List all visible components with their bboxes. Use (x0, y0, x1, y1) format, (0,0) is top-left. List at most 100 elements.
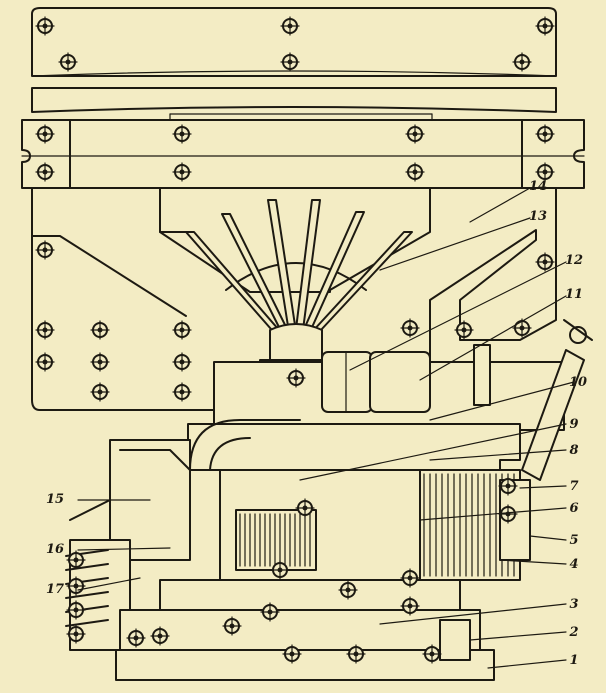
bolt-head (535, 124, 555, 144)
bolt-head (400, 568, 420, 588)
bolt-head (150, 626, 170, 646)
callout-number: 10 (569, 375, 587, 390)
callout: 10 (429, 375, 587, 421)
bolt-head (270, 560, 290, 580)
bolt-head (172, 162, 192, 182)
leader-line (419, 295, 567, 381)
callout-number: 7 (569, 479, 578, 494)
leader-line (77, 547, 171, 551)
callout: 9 (299, 417, 579, 481)
contact-finger (65, 619, 109, 627)
bolt-head (35, 240, 55, 260)
bolt-head (172, 124, 192, 144)
leader-line (519, 485, 567, 489)
bolt-head (295, 498, 315, 518)
bolt-head (405, 124, 425, 144)
bolt-head (535, 162, 555, 182)
bolt-head (454, 320, 474, 340)
callout-number: 13 (529, 209, 547, 224)
callout: 15 (46, 492, 151, 507)
callout: 6 (419, 501, 579, 521)
bolt-head (280, 16, 300, 36)
bolt-head (286, 368, 306, 388)
contact-finger (65, 563, 109, 571)
bolt-head (35, 124, 55, 144)
callout: 4 (499, 557, 579, 572)
bolt-head (35, 352, 55, 372)
callout-number: 8 (569, 443, 578, 458)
leader-line (379, 603, 567, 625)
bolt-head (58, 52, 78, 72)
callout: 17 (46, 577, 141, 597)
leader-line (299, 423, 567, 481)
bolt-head (222, 616, 242, 636)
callout: 14 (469, 179, 547, 223)
leader-line (349, 261, 567, 371)
upper-strip (31, 87, 557, 113)
bolt-head (35, 162, 55, 182)
callout-number: 1 (569, 653, 578, 668)
bolt-head (90, 382, 110, 402)
bolt-head (422, 644, 442, 664)
bolt-head (126, 628, 146, 648)
bolt-head (66, 550, 86, 570)
bolt-head (172, 382, 192, 402)
callout-number: 11 (565, 287, 583, 302)
bolt-head (498, 476, 518, 496)
insulating-drums (235, 509, 317, 571)
bolt-head (535, 16, 555, 36)
bolt-head (260, 602, 280, 622)
callout-number: 3 (569, 597, 578, 612)
bolt-head (400, 318, 420, 338)
bolt-head (35, 320, 55, 340)
conductor-fan (185, 199, 413, 361)
leader-line (429, 449, 567, 461)
leader-line (379, 217, 531, 271)
bolt-head (90, 352, 110, 372)
bolt-head (498, 504, 518, 524)
callout-number: 15 (46, 492, 64, 507)
callout-number: 6 (569, 501, 578, 516)
leader-line (487, 659, 567, 669)
callout: 13 (379, 209, 547, 271)
top-mounting-plate (31, 7, 557, 77)
bolt-head (346, 644, 366, 664)
leader-line (469, 187, 531, 223)
bolt-head (282, 644, 302, 664)
leader-line (469, 631, 567, 641)
callout: 8 (429, 443, 579, 461)
crossbar (21, 113, 585, 189)
bolt-head (66, 624, 86, 644)
callout: 2 (469, 625, 579, 641)
leader-line (77, 577, 141, 591)
callout-number: 9 (569, 417, 578, 432)
leader-line (529, 535, 567, 541)
bolt-head (172, 352, 192, 372)
callout-number: 4 (569, 557, 578, 572)
callout: 11 (419, 287, 583, 381)
bolt-head (400, 596, 420, 616)
leader-line (429, 381, 575, 421)
callout: 16 (46, 542, 171, 557)
callout-number: 5 (569, 533, 578, 548)
contact-finger (65, 591, 109, 599)
callout: 5 (529, 533, 579, 548)
callout: 1 (487, 653, 579, 669)
callout-number: 17 (46, 582, 64, 597)
bolt-head (338, 580, 358, 600)
leader-line (419, 507, 567, 521)
bolt-head (172, 320, 192, 340)
magnet-box (213, 344, 565, 431)
bolt-head (512, 52, 532, 72)
bolt-head (90, 320, 110, 340)
callout: 12 (349, 253, 583, 371)
bolt-head (35, 16, 55, 36)
leader-line (499, 559, 567, 565)
callout: 3 (379, 597, 579, 625)
callout-number: 14 (529, 179, 547, 194)
callout-number: 2 (568, 625, 578, 640)
bolt-head (405, 162, 425, 182)
